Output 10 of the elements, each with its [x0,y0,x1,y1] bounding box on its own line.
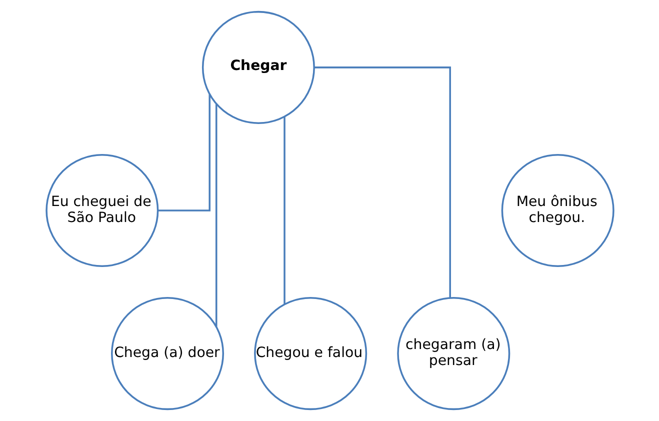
node-circle: Chega (a) doer [110,297,224,410]
connector [283,116,285,304]
connector [215,104,217,327]
connector [314,66,450,298]
connector [158,94,210,212]
node-circle: Chegou e falou [254,297,367,410]
node-circle: Chegar [201,10,314,124]
node-circle: Meu ônibus chegou. [500,154,614,268]
node-circle: Eu cheguei de São Paulo [45,154,158,268]
node-circle: chegaram (a) pensar [396,297,510,410]
